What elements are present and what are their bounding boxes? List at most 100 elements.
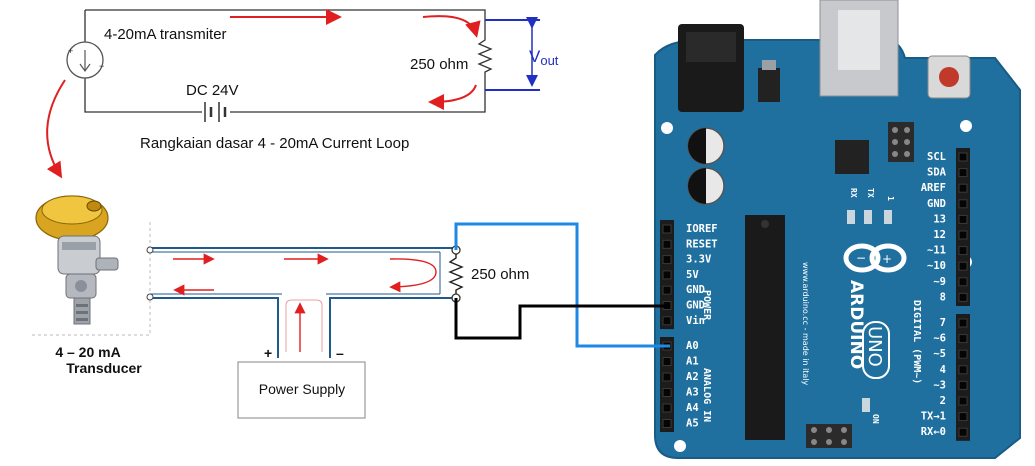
- power-supply-box: [237, 361, 366, 419]
- pin-label-power_pins-3: 5V: [686, 269, 699, 281]
- pin-socket-analog_pins-5[interactable]: [662, 419, 672, 428]
- pin-socket-digital_bottom-3[interactable]: [958, 365, 968, 375]
- pin-socket-digital_top-1[interactable]: [958, 168, 968, 178]
- pin-label-digital_top-6: ~11: [927, 245, 946, 257]
- digital-header-label: DIGITAL (PWM~): [911, 300, 922, 384]
- power-supply-minus: –: [336, 345, 344, 361]
- signal-wire-a0: [454, 222, 668, 348]
- one-label: 1: [886, 196, 895, 201]
- pin-label-digital_bottom-0: 7: [940, 317, 946, 329]
- pin-socket-analog_pins-3[interactable]: [662, 388, 672, 397]
- pin-label-analog_pins-0: A0: [686, 340, 699, 352]
- pin-label-digital_bottom-7: RX←0: [921, 426, 946, 438]
- circuit-caption: Rangkaian dasar 4 - 20mA Current Loop: [140, 135, 409, 152]
- pin-socket-digital_top-8[interactable]: [958, 277, 968, 287]
- power-header-label: POWER: [701, 290, 712, 321]
- pin-socket-analog_pins-1[interactable]: [662, 357, 672, 366]
- top-wire-lower-left: [84, 78, 202, 113]
- pin-label-digital_bottom-2: ~5: [933, 348, 946, 360]
- bottom-resistor-icon: [448, 254, 464, 294]
- pin-socket-power_pins-3[interactable]: [662, 270, 672, 280]
- pin-socket-analog_pins-4[interactable]: [662, 403, 672, 413]
- pin-socket-digital_top-4[interactable]: [958, 214, 968, 224]
- power-supply-label: Power Supply: [259, 381, 345, 397]
- pin-label-power_pins-6: Vin: [686, 315, 705, 327]
- pin-socket-digital_top-9[interactable]: [958, 292, 968, 302]
- pin-label-analog_pins-1: A1: [686, 356, 699, 368]
- pin-socket-power_pins-0[interactable]: [662, 224, 672, 234]
- transducer-label-line1: 4 – 20 mA: [55, 344, 120, 360]
- pin-label-digital_top-0: SCL: [927, 151, 946, 163]
- power-supply-plus: +: [264, 345, 272, 361]
- uno-model: UNO: [864, 326, 885, 367]
- pin-label-digital_bottom-5: 2: [940, 395, 946, 407]
- on-label: ON: [871, 414, 880, 424]
- pin-socket-digital_bottom-2[interactable]: [958, 349, 968, 359]
- pin-label-power_pins-4: GND: [686, 284, 705, 296]
- pin-socket-digital_top-7[interactable]: [958, 261, 968, 271]
- pin-label-analog_pins-4: A4: [686, 402, 699, 414]
- pin-label-digital_bottom-4: ~3: [933, 379, 946, 391]
- led-rx-label: RX: [849, 188, 858, 198]
- ground-wire: [454, 298, 668, 340]
- pin-socket-digital_bottom-5[interactable]: [958, 396, 968, 406]
- pin-label-digital_top-3: GND: [927, 198, 946, 210]
- arduino-brand: ARDUINO: [846, 280, 866, 369]
- pin-label-digital_top-8: ~9: [933, 276, 946, 288]
- pin-socket-power_pins-1[interactable]: [662, 239, 672, 249]
- loop-wire-bottom-right: [329, 297, 455, 358]
- transducer-icon: [35, 195, 119, 325]
- top-resistor-label: 250 ohm: [410, 56, 468, 73]
- bottom-resistor-label: 250 ohm: [471, 266, 529, 283]
- pin-socket-digital_bottom-0[interactable]: [958, 318, 968, 328]
- svg-text:−: −: [856, 251, 866, 265]
- pin-label-power_pins-2: 3.3V: [686, 254, 712, 266]
- pin-socket-digital_bottom-7[interactable]: [958, 427, 968, 437]
- pin-socket-digital_top-3[interactable]: [958, 199, 968, 209]
- svg-text:−: −: [99, 61, 104, 71]
- pin-label-digital_top-2: AREF: [921, 182, 946, 194]
- bottom-circuit: 4 – 20 mA Transducer 250 ohm Power Suppl…: [30, 195, 668, 419]
- transducer-label-line2: Transducer: [66, 360, 142, 376]
- analog-header-label: ANALOG IN: [701, 368, 712, 422]
- svg-text:+: +: [882, 252, 892, 266]
- pin-socket-power_pins-4[interactable]: [662, 285, 672, 295]
- led-tx-label: TX: [866, 188, 875, 198]
- loop-wire-bottom-left: [150, 297, 279, 358]
- pin-socket-digital_top-5[interactable]: [958, 230, 968, 240]
- transmitter-label: 4-20mA transmiter: [104, 26, 227, 43]
- pin-label-analog_pins-5: A5: [686, 418, 699, 430]
- battery-icon: [204, 102, 227, 122]
- pin-socket-digital_top-2[interactable]: [958, 183, 968, 193]
- pin-label-digital_bottom-1: ~6: [933, 333, 946, 345]
- pin-socket-digital_top-0[interactable]: [958, 152, 968, 162]
- pin-socket-power_pins-6[interactable]: [662, 316, 672, 326]
- current-arrow-return: [428, 84, 477, 110]
- arduino-board: www.arduino.cc - made in italy − + ARDUI…: [654, 0, 1021, 459]
- dc-supply-label: DC 24V: [186, 82, 239, 99]
- pin-socket-digital_bottom-6[interactable]: [958, 412, 968, 422]
- pin-socket-analog_pins-2[interactable]: [662, 372, 672, 382]
- pin-label-digital_bottom-6: TX→1: [921, 411, 946, 423]
- pin-label-digital_top-9: 8: [940, 291, 946, 303]
- pin-label-digital_top-7: ~10: [927, 260, 946, 272]
- pin-label-power_pins-0: IOREF: [686, 223, 718, 235]
- pin-label-analog_pins-3: A3: [686, 387, 699, 399]
- top-circuit: + − 4-20mA transmiter DC 24V 250 ohm Vou…: [46, 9, 559, 179]
- current-arrow-to-transducer: [46, 79, 66, 179]
- transducer-box: [30, 222, 151, 336]
- pin-label-digital_top-5: 12: [933, 229, 946, 241]
- top-wire-upper: [85, 9, 486, 35]
- svg-text:+: +: [68, 46, 73, 56]
- atmega-chip: [745, 215, 785, 440]
- pin-socket-digital_bottom-4[interactable]: [958, 380, 968, 390]
- pin-socket-digital_top-6[interactable]: [958, 246, 968, 256]
- pin-socket-digital_bottom-1[interactable]: [958, 334, 968, 344]
- top-wire-lower-right: [230, 75, 486, 113]
- vout-label: Vout: [529, 47, 559, 68]
- pin-socket-power_pins-2[interactable]: [662, 255, 672, 265]
- pin-label-power_pins-1: RESET: [686, 238, 718, 250]
